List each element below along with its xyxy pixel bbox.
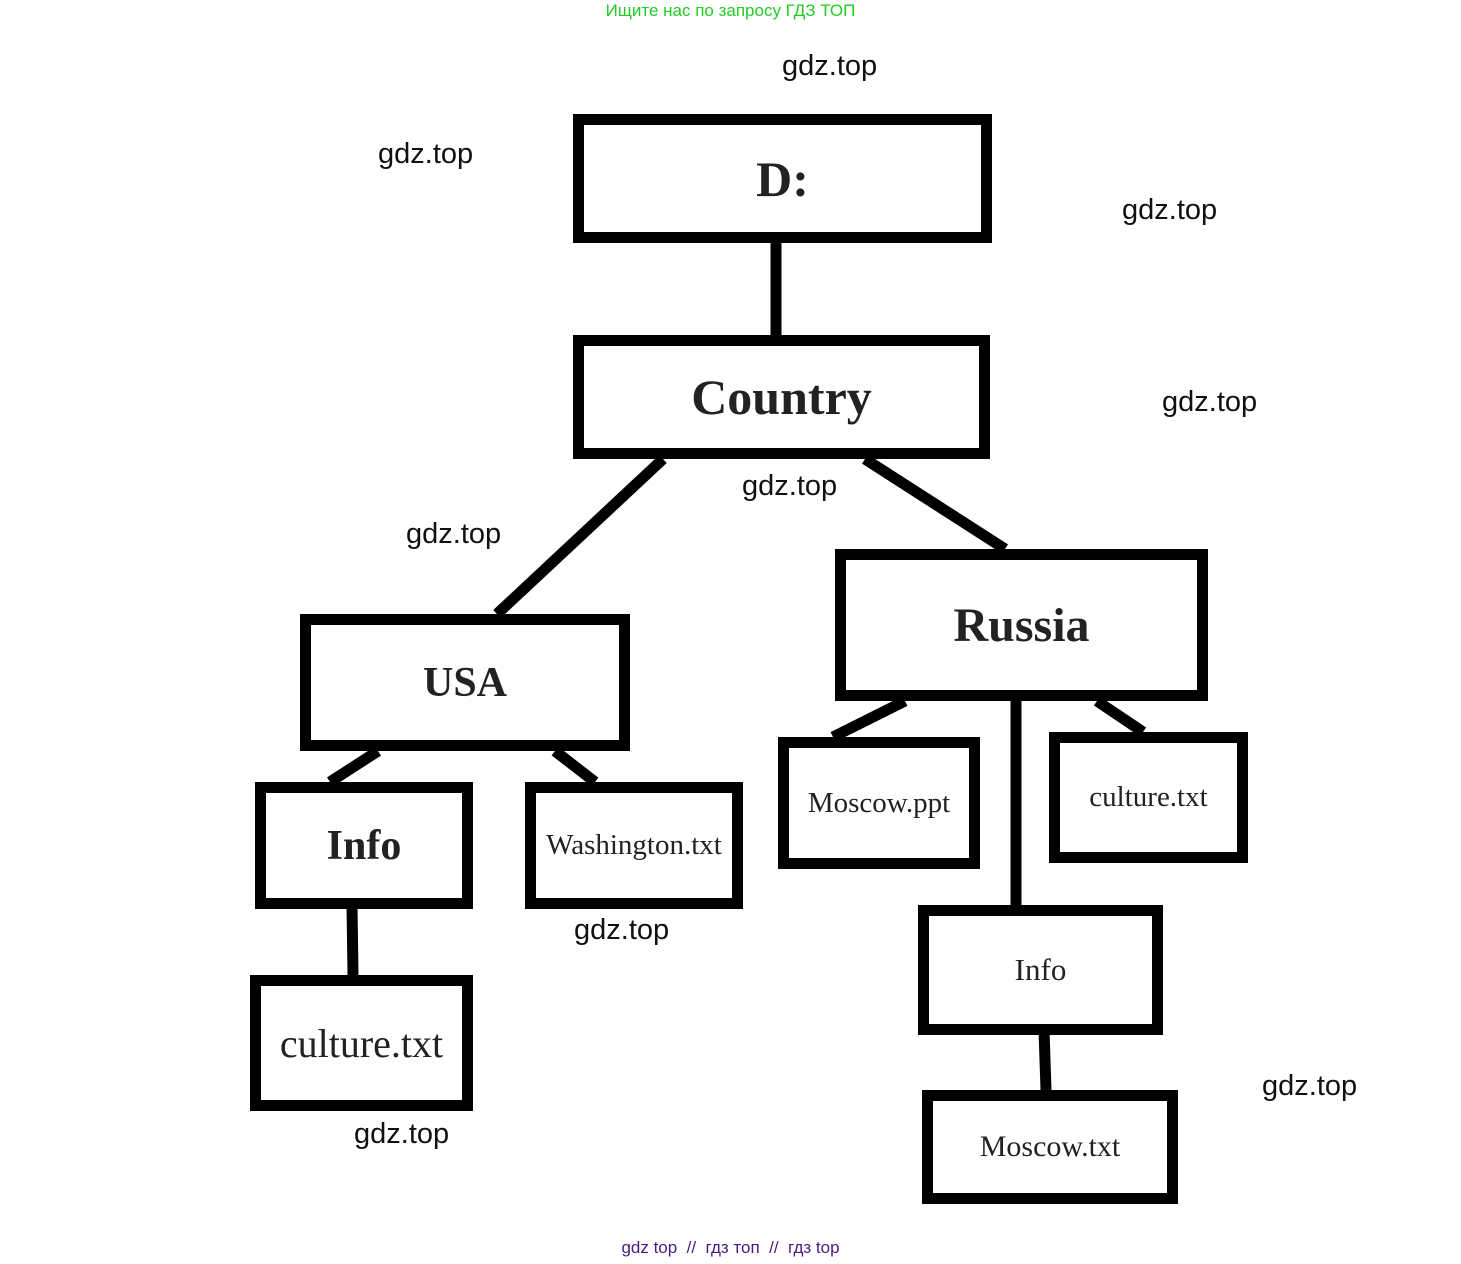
edge-country-russia <box>862 454 1008 554</box>
node-russia-culture: culture.txt <box>1049 732 1248 863</box>
node-label: USA <box>422 659 508 706</box>
watermark: gdz.top <box>1122 194 1218 226</box>
node-label: Russia <box>953 598 1090 652</box>
node-usa-culture: culture.txt <box>250 975 473 1111</box>
node-russia: Russia <box>835 549 1208 701</box>
watermark: gdz.top <box>1262 1070 1358 1102</box>
node-label: culture.txt <box>279 1020 444 1066</box>
node-label: Moscow.ppt <box>807 786 951 819</box>
watermark: gdz.top <box>1162 386 1258 418</box>
node-moscow-txt: Moscow.txt <box>922 1090 1178 1204</box>
node-label: Moscow.txt <box>979 1130 1121 1163</box>
node-moscow-ppt: Moscow.ppt <box>778 737 980 869</box>
node-washington: Washington.txt <box>525 782 743 909</box>
edge-country-usa <box>493 454 667 619</box>
edge-info-culture <box>346 904 359 976</box>
watermark: gdz.top <box>742 470 838 502</box>
node-label: Country <box>691 369 872 425</box>
node-usa: USA <box>300 614 630 751</box>
header-text: Ищите нас по запросу ГДЗ ТОП <box>605 1 856 20</box>
node-country: Country <box>573 335 990 459</box>
node-label: Info <box>326 822 402 869</box>
watermark: gdz.top <box>782 50 878 82</box>
node-label: Info <box>1014 952 1067 987</box>
node-label: D: <box>756 150 809 207</box>
edge-info-moscowtxt <box>1038 1029 1052 1091</box>
edge-russia-culture <box>1093 696 1147 737</box>
watermark: gdz.top <box>354 1118 450 1150</box>
node-usa-info: Info <box>255 782 473 909</box>
node-label: Washington.txt <box>546 829 722 861</box>
watermark: gdz.top <box>574 914 670 946</box>
edge-russia-moscowppt <box>830 696 908 742</box>
footer-text: gdz top // гдз топ // гдз top <box>621 1238 840 1257</box>
watermark: gdz.top <box>378 138 474 170</box>
node-root: D: <box>573 114 992 243</box>
edge-usa-info <box>327 746 381 787</box>
node-russia-info: Info <box>918 905 1163 1035</box>
edge-usa-washington <box>551 746 599 787</box>
watermark: gdz.top <box>406 518 502 550</box>
node-label: culture.txt <box>1089 781 1208 813</box>
